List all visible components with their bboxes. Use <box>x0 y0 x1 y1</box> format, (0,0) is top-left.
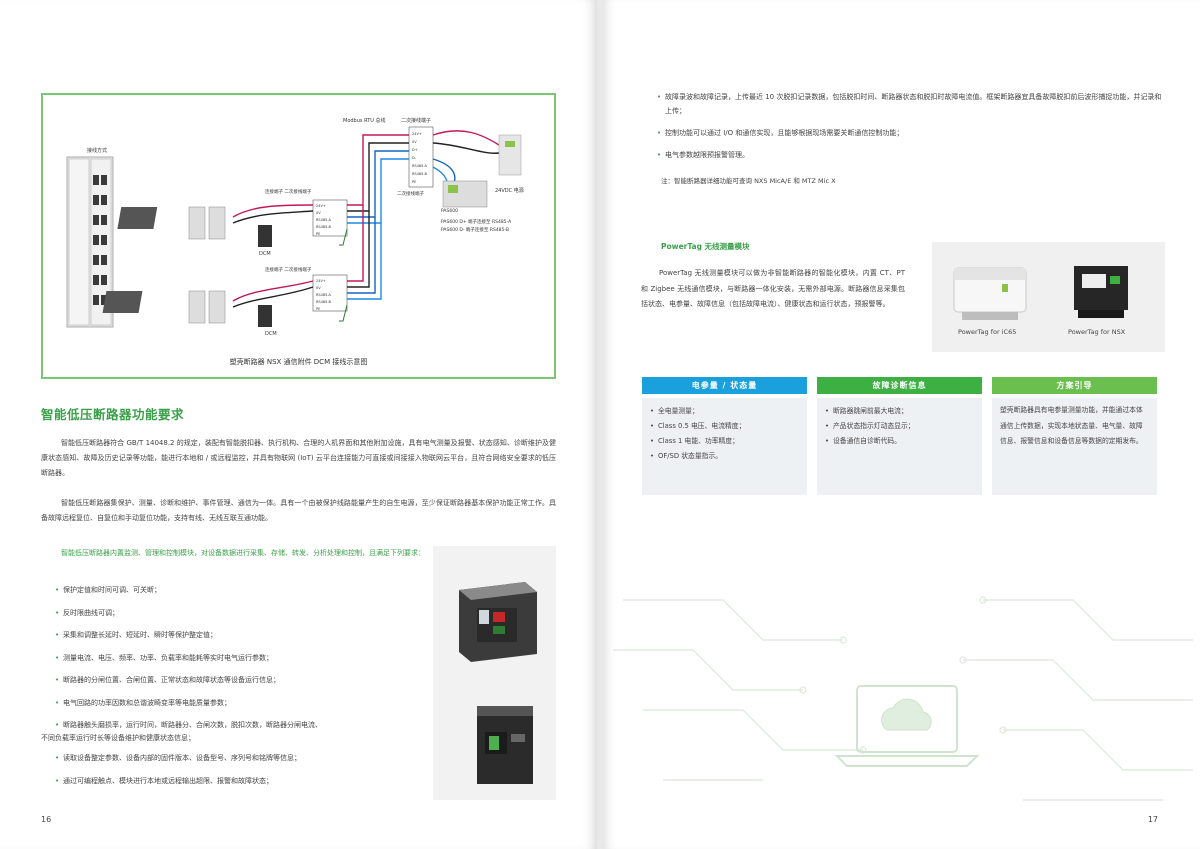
terminal-label: RS485-B <box>412 172 427 176</box>
terminal-label: RS485-A <box>316 218 332 222</box>
list-item: 断路器跳闸前最大电流； <box>825 404 974 419</box>
list-item: 采集和调整长延时、短延时、瞬时等保护整定值； <box>41 629 461 652</box>
label-pas600: PAS600 <box>441 209 458 214</box>
product-images <box>433 546 556 800</box>
right-page: 故障录波和故障记录，上传最近 10 次脱扣记录数据，包括脱扣时间、断路器状态和脱… <box>603 0 1200 849</box>
list-item: 电气参数越限预报警管理。 <box>655 148 1165 162</box>
list-item-text: 断路器触头磨损率，运行时间，断路器分、合闸次数，脱扣次数，断路器分闸电流、 <box>63 721 322 729</box>
label-24vdc: 24VDC 电源 <box>495 188 524 194</box>
terminal-label: PE <box>316 307 320 311</box>
list-item: Class 1 电能、功率精度； <box>650 434 799 449</box>
terminal-label: RS485-A <box>412 164 428 168</box>
terminal-label: PE <box>412 180 416 184</box>
powertag-description: PowerTag 无线测量模块可以做为非智能断路器的智能化模块，内置 CT、PT… <box>641 269 905 308</box>
list-item: 保护定值和时间可调、可关断； <box>41 584 461 607</box>
label-cabinet: 接线方式 <box>87 148 108 154</box>
page-number-right: 17 <box>1147 815 1158 824</box>
list-item: OF/SD 状态量指示。 <box>650 449 799 464</box>
powertag-ic65-label: PowerTag for iC65 <box>958 328 1017 336</box>
right-bullet-list: 故障录波和故障记录，上传最近 10 次脱扣记录数据，包括脱扣时间、断路器状态和脱… <box>655 90 1165 170</box>
green-intro: 智能低压断路器内置监测、管理和控制模块，对设备数据进行采集、存储、转发、分析处理… <box>61 549 425 557</box>
column-diagnosis: 故障诊断信息 断路器跳闸前最大电流； 产品状态指示灯动态显示； 设备通信自诊断代… <box>817 377 982 495</box>
list-item: 通过可编程触点、模块进行本地或远程输出超限、报警和故障状态； <box>41 775 461 798</box>
terminal-label: 0V <box>412 140 417 144</box>
list-item: 设备通信自诊断代码。 <box>825 434 974 449</box>
terminal-label: PE <box>316 232 320 236</box>
wiring-diagram-art: 24V+ 0V D+ D- RS485-A RS485-B PE 24V+ 0V RS485-A R… <box>66 126 522 328</box>
list-item: 断路器的分闸位置、合闸位置、正常状态和故障状态等设备运行信息； <box>41 674 461 697</box>
circuit-background-art <box>613 596 1193 801</box>
label-pas600-d-plus: PAS600 D+ 端子连接至 RS485-A <box>441 220 512 225</box>
note-text: 注：智能断路器详细功能可查询 NXS MicA/E 和 MTZ Mic X <box>661 177 836 185</box>
terminal-label: 24V+ <box>316 279 326 283</box>
terminal-label: 0V <box>316 286 321 290</box>
powertag-product-art <box>953 266 1128 320</box>
powertag-nsx-label: PowerTag for NSX <box>1068 328 1126 336</box>
requirement-list: 保护定值和时间可调、可关断； 反时限曲线可调； 采集和调整长延时、短延时、瞬时等… <box>41 584 461 797</box>
paragraph-2: 智能低压断路器集保护、测量、诊断和维护、事件管理、通信为一体。具有一个由被保护线… <box>41 499 556 522</box>
list-item: 控制功能可以通过 I/O 和通信实现，且能够根据现场需要关断通信控制功能； <box>655 126 1165 140</box>
label-dcm-bottom: DCM <box>265 331 277 337</box>
list-item: 反时限曲线可调； <box>41 607 461 630</box>
label-side: 二次接线端子 <box>397 192 424 197</box>
terminal-label: 24V+ <box>412 132 422 136</box>
list-item: 故障录波和故障记录，上传最近 10 次脱扣记录数据，包括脱扣时间、断路器状态和脱… <box>655 90 1165 118</box>
label-mid-top: 连接端子 二次接线端子 <box>265 190 312 195</box>
breaker-product-art <box>459 582 537 784</box>
terminal-label: D+ <box>412 148 418 152</box>
powertag-images: PowerTag for iC65 PowerTag for NSX <box>932 242 1165 352</box>
list-item: 全电量测量； <box>650 404 799 419</box>
page-number-left: 16 <box>41 815 52 824</box>
label-mid-bottom: 连接端子 二次接线端子 <box>265 268 312 273</box>
terminal-label: RS485-B <box>316 300 331 304</box>
terminal-label: RS485-B <box>316 225 331 229</box>
wiring-diagram: 24V+ 0V D+ D- RS485-A RS485-B PE 24V+ 0V RS485-A R… <box>41 93 556 379</box>
list-item: 测量电流、电压、频率、功率、负载率和能耗等实时电气运行参数； <box>41 652 461 675</box>
column-header: 方案引导 <box>992 377 1157 394</box>
diagram-caption: 塑壳断路器 NSX 通信附件 DCM 接线示意图 <box>229 358 368 366</box>
column-solution: 方案引导 塑壳断路器具有电参量测量功能，并能通过本体通信上传数据，实现本地状态量… <box>992 377 1157 495</box>
list-item: 产品状态指示灯动态显示； <box>825 419 974 434</box>
column-header: 故障诊断信息 <box>817 377 982 394</box>
terminal-label: 24V+ <box>316 204 326 208</box>
terminal-label: D- <box>412 156 417 160</box>
label-dcm-top: DCM <box>259 251 271 257</box>
paragraph-1: 智能低压断路器符合 GB/T 14048.2 的规定，装配有智能脱扣器、执行机构… <box>41 439 556 477</box>
list-item: 读取设备整定参数、设备内部的固件版本、设备型号、序列号和铭牌等信息； <box>41 752 461 775</box>
list-item: 电气回路的功率因数和总谐波畸变率等电能质量参数； <box>41 697 461 720</box>
column-body: 断路器跳闸前最大电流； 产品状态指示灯动态显示； 设备通信自诊断代码。 <box>817 398 982 495</box>
left-page: 24V+ 0V D+ D- RS485-A RS485-B PE 24V+ 0V RS485-A R… <box>0 0 597 849</box>
column-header: 电参量 / 状态量 <box>642 377 807 394</box>
section-title: 智能低压断路器功能要求 <box>41 407 185 422</box>
terminal-label: RS485-A <box>316 293 332 297</box>
label-modbus: Modbus RTU 总线 <box>343 118 386 124</box>
label-secondary-terminal: 二次接线端子 <box>401 118 432 124</box>
column-body: 塑壳断路器具有电参量测量功能，并能通过本体通信上传数据，实现本地状态量、电气量、… <box>992 398 1157 495</box>
column-body: 全电量测量； Class 0.5 电压、电流精度； Class 1 电能、功率精… <box>642 398 807 495</box>
terminal-label: 0V <box>316 211 321 215</box>
powertag-title: PowerTag 无线测量模块 <box>661 242 750 251</box>
column-measurement: 电参量 / 状态量 全电量测量； Class 0.5 电压、电流精度； Clas… <box>642 377 807 495</box>
list-item-continuation: 不同负载率运行时长等设备维护和健康状态信息； <box>41 734 195 742</box>
list-item: Class 0.5 电压、电流精度； <box>650 419 799 434</box>
label-pas600-d-minus: PAS600 D- 端子连接至 RS485-B <box>441 228 509 233</box>
list-item: 断路器触头磨损率，运行时间，断路器分、合闸次数，脱扣次数，断路器分闸电流、 不同… <box>41 719 461 752</box>
